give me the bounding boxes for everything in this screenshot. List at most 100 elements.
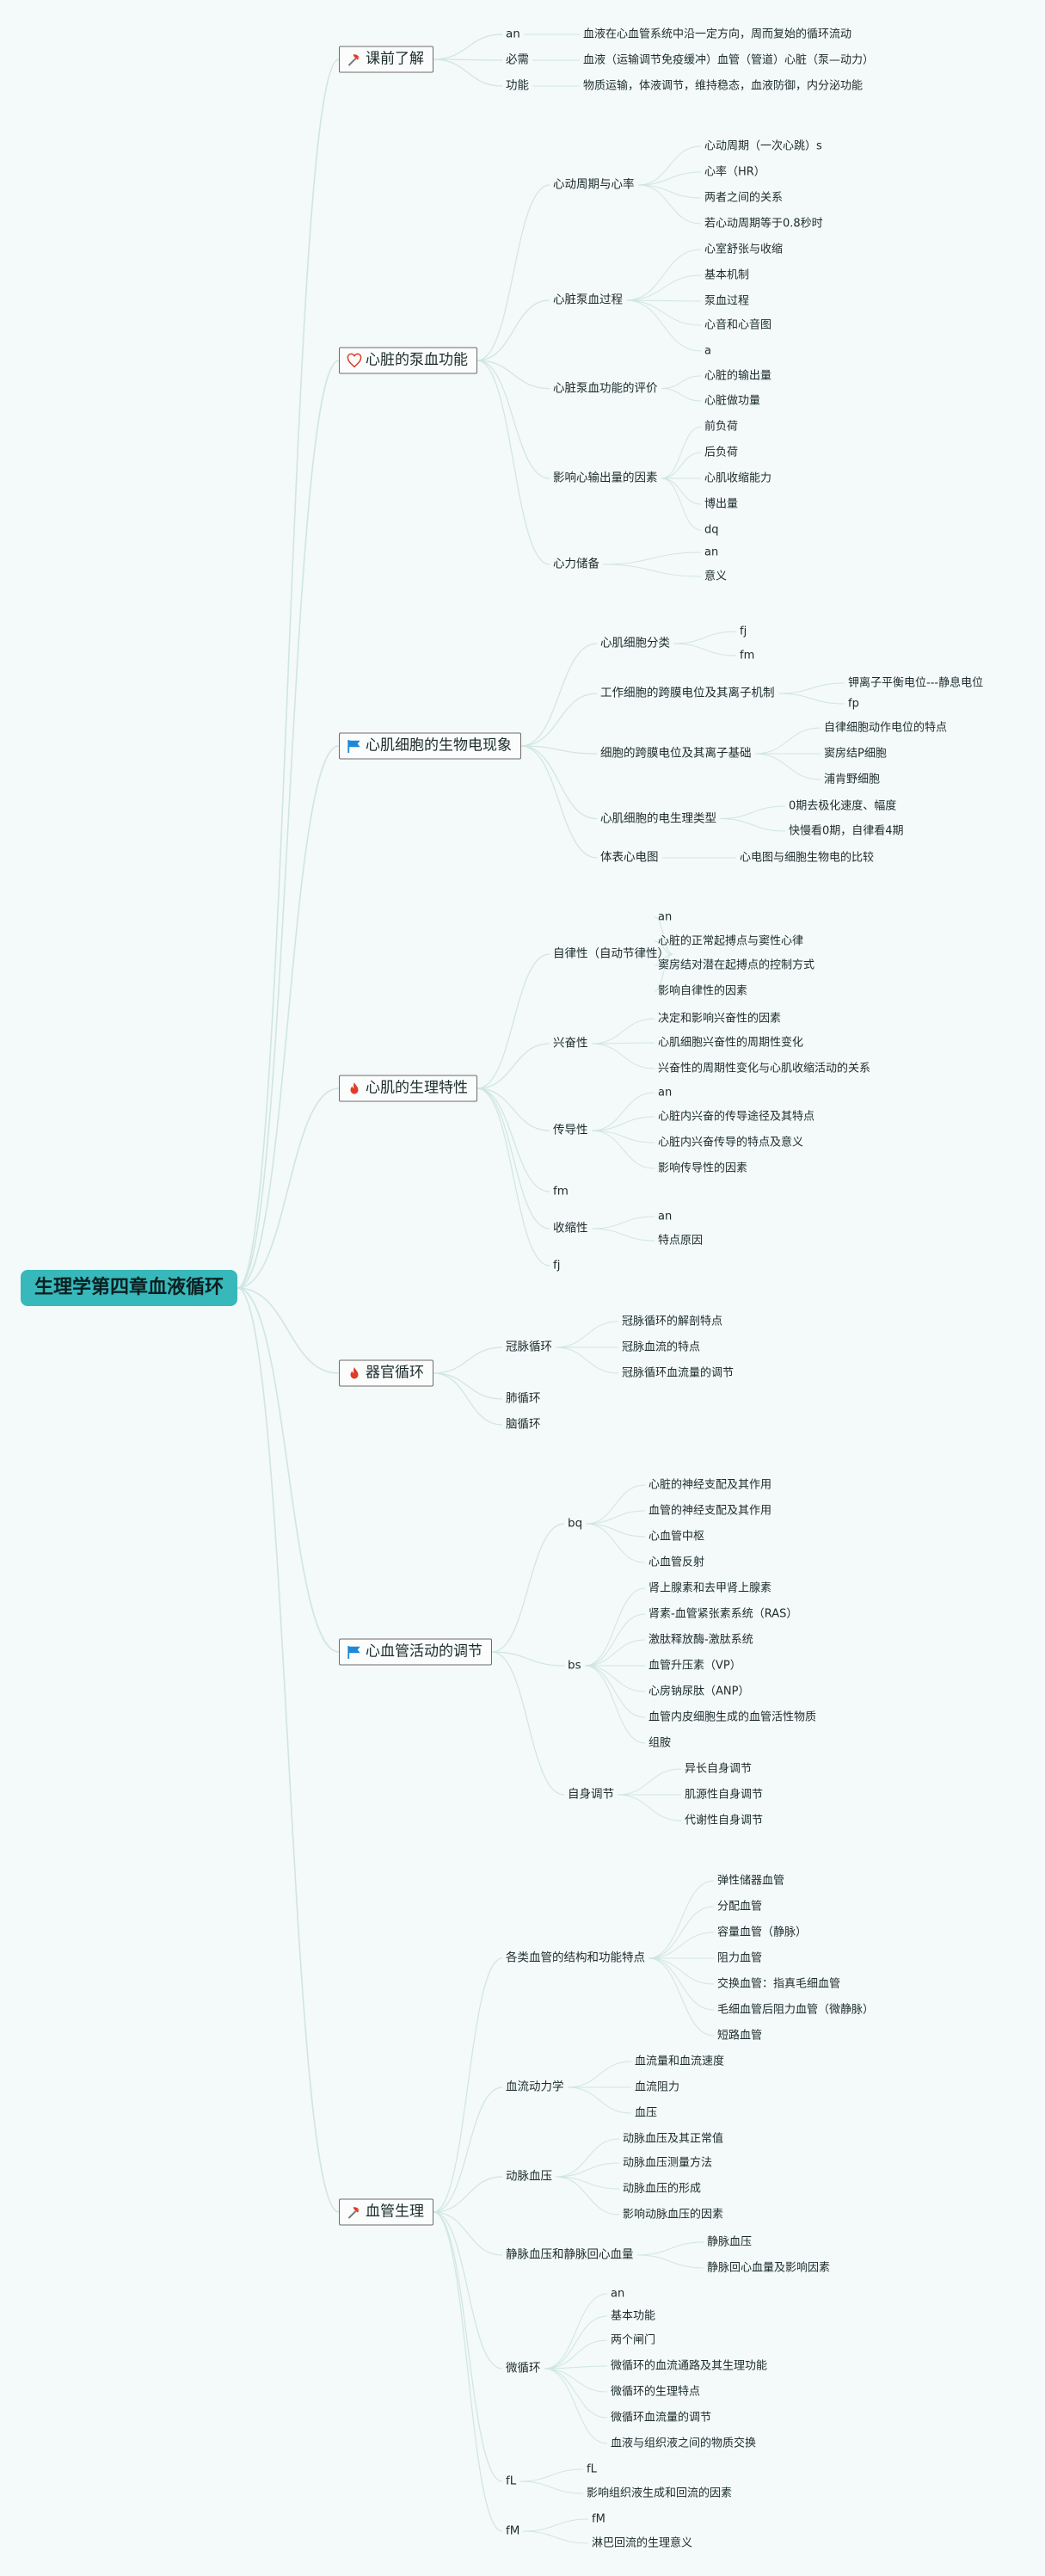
leaf-topic[interactable]: 交换血管：指真毛细血管: [717, 1977, 841, 1991]
leaf-topic[interactable]: an: [611, 2287, 625, 2301]
leaf-topic[interactable]: 心房钠尿肽（ANP）: [649, 1685, 750, 1698]
subtopic[interactable]: fM: [506, 2524, 520, 2538]
leaf-topic[interactable]: 影响组织液生成和回流的因素: [587, 2487, 733, 2500]
leaf-topic[interactable]: 心脏内兴奋传导的特点及意义: [658, 1136, 804, 1149]
leaf-topic[interactable]: 肌源性自身调节: [685, 1788, 764, 1802]
leaf-topic[interactable]: 冠脉循环血流量的调节: [622, 1366, 735, 1380]
leaf-topic[interactable]: an: [704, 545, 719, 559]
leaf-topic[interactable]: 微循环血流量的调节: [611, 2411, 712, 2425]
subtopic[interactable]: 必需: [506, 52, 529, 67]
leaf-topic[interactable]: 前负荷: [704, 420, 739, 434]
leaf-topic[interactable]: 血流阻力: [635, 2080, 680, 2094]
category-7[interactable]: 血管生理: [339, 2198, 433, 2226]
leaf-topic[interactable]: 微循环的血流通路及其生理功能: [611, 2359, 768, 2373]
leaf-topic[interactable]: an: [658, 1086, 673, 1100]
leaf-topic[interactable]: 两个闸门: [611, 2333, 656, 2347]
leaf-topic[interactable]: 静脉回心血量及影响因素: [707, 2261, 831, 2275]
leaf-topic[interactable]: 心率（HR）: [704, 165, 765, 179]
leaf-topic[interactable]: 血液与组织液之间的物质交换: [611, 2437, 757, 2450]
leaf-topic[interactable]: 容量血管（静脉）: [717, 1926, 808, 1939]
category-4[interactable]: 心肌的生理特性: [339, 1075, 477, 1102]
leaf-topic[interactable]: 冠脉血流的特点: [622, 1340, 701, 1354]
leaf-topic[interactable]: 两者之间的关系: [704, 191, 784, 205]
leaf-topic[interactable]: 动脉血压及其正常值: [623, 2132, 724, 2146]
leaf-topic[interactable]: 意义: [704, 570, 728, 583]
leaf-topic[interactable]: 基本机制: [704, 268, 750, 282]
leaf-topic[interactable]: 激肽释放酶-激肽系统: [649, 1633, 753, 1647]
leaf-topic[interactable]: 血液在心血管系统中沿一定方向，周而复始的循环流动: [583, 28, 852, 41]
leaf-topic[interactable]: 淋巴回流的生理意义: [592, 2536, 693, 2550]
leaf-topic[interactable]: 弹性储器血管: [717, 1874, 785, 1888]
leaf-topic[interactable]: 血压: [635, 2106, 658, 2120]
leaf-topic[interactable]: fm: [740, 649, 755, 662]
subtopic[interactable]: 影响心输出量的因素: [553, 471, 658, 485]
subtopic[interactable]: 微循环: [506, 2361, 541, 2376]
subtopic[interactable]: 心脏泵血功能的评价: [553, 380, 658, 395]
leaf-topic[interactable]: fM: [592, 2512, 605, 2526]
leaf-topic[interactable]: 血管的神经支配及其作用: [649, 1504, 772, 1518]
subtopic[interactable]: 收缩性: [553, 1221, 588, 1236]
subtopic[interactable]: 自身调节: [568, 1787, 614, 1802]
leaf-topic[interactable]: 动脉血压的形成: [623, 2182, 702, 2196]
leaf-topic[interactable]: 组胺: [649, 1736, 672, 1750]
leaf-topic[interactable]: 物质运输，体液调节，维持稳态，血液防御，内分泌功能: [583, 79, 864, 93]
subtopic[interactable]: 动脉血压: [506, 2169, 552, 2184]
leaf-topic[interactable]: 阻力血管: [717, 1951, 763, 1965]
leaf-topic[interactable]: 特点原因: [658, 1234, 704, 1248]
leaf-topic[interactable]: 浦肯野细胞: [824, 773, 881, 786]
leaf-topic[interactable]: an: [658, 1210, 673, 1223]
leaf-topic[interactable]: 心音和心音图: [704, 318, 772, 332]
leaf-topic[interactable]: 静脉血压: [707, 2235, 753, 2249]
leaf-topic[interactable]: a: [704, 344, 711, 358]
leaf-topic[interactable]: 代谢性自身调节: [685, 1814, 764, 1827]
category-5[interactable]: 器官循环: [339, 1359, 433, 1387]
subtopic[interactable]: 兴奋性: [553, 1036, 588, 1051]
leaf-topic[interactable]: 微循环的生理特点: [611, 2385, 701, 2399]
leaf-topic[interactable]: 兴奋性的周期性变化与心肌收缩活动的关系: [658, 1062, 871, 1075]
leaf-topic[interactable]: fj: [740, 625, 747, 638]
subtopic[interactable]: 心肌细胞的电生理类型: [600, 810, 716, 825]
leaf-topic[interactable]: 心脏的神经支配及其作用: [649, 1478, 772, 1492]
leaf-topic[interactable]: 心脏的正常起搏点与窦性心律: [658, 934, 804, 948]
leaf-topic[interactable]: fL: [587, 2462, 597, 2476]
leaf-topic[interactable]: 冠脉循环的解剖特点: [622, 1315, 723, 1328]
leaf-topic[interactable]: 后负荷: [704, 446, 739, 459]
leaf-topic[interactable]: 窦房结P细胞: [824, 747, 887, 761]
leaf-topic[interactable]: 影响传导性的因素: [658, 1162, 748, 1175]
leaf-topic[interactable]: 决定和影响兴奋性的因素: [658, 1012, 782, 1026]
leaf-topic[interactable]: 基本功能: [611, 2309, 656, 2323]
root-topic[interactable]: 生理学第四章血液循环: [21, 1270, 238, 1306]
leaf-topic[interactable]: 心动周期（一次心跳）s: [704, 139, 822, 153]
category-2[interactable]: 心脏的泵血功能: [339, 347, 477, 374]
leaf-topic[interactable]: 异长自身调节: [685, 1762, 753, 1776]
category-1[interactable]: 课前了解: [339, 46, 433, 73]
category-3[interactable]: 心肌细胞的生物电现象: [339, 732, 521, 760]
leaf-topic[interactable]: 心肌细胞兴奋性的周期性变化: [658, 1036, 804, 1050]
category-6[interactable]: 心血管活动的调节: [339, 1638, 492, 1666]
subtopic[interactable]: 工作细胞的跨膜电位及其离子机制: [600, 686, 775, 700]
leaf-topic[interactable]: 0期去极化速度、幅度: [789, 799, 897, 813]
leaf-topic[interactable]: 血液（运输调节免疫缓冲）血管（管道）心脏（泵—动力）: [583, 53, 875, 67]
leaf-topic[interactable]: an: [658, 910, 673, 924]
leaf-topic[interactable]: 若心动周期等于0.8秒时: [704, 217, 823, 231]
subtopic[interactable]: fm: [553, 1184, 569, 1199]
subtopic[interactable]: 脑循环: [506, 1417, 541, 1432]
leaf-topic[interactable]: 心血管反射: [649, 1556, 705, 1569]
leaf-topic[interactable]: 动脉血压测量方法: [623, 2156, 713, 2170]
leaf-topic[interactable]: 肾素-血管紧张素系统（RAS）: [649, 1607, 798, 1621]
subtopic[interactable]: fj: [553, 1258, 561, 1273]
subtopic[interactable]: fL: [506, 2474, 517, 2488]
subtopic[interactable]: bq: [568, 1516, 583, 1531]
leaf-topic[interactable]: dq: [704, 523, 719, 537]
leaf-topic[interactable]: 血管内皮细胞生成的血管活性物质: [649, 1710, 817, 1724]
subtopic[interactable]: 冠脉循环: [506, 1340, 552, 1354]
leaf-topic[interactable]: 心室舒张与收缩: [704, 243, 784, 256]
subtopic[interactable]: 细胞的跨膜电位及其离子基础: [600, 746, 752, 761]
subtopic[interactable]: 心动周期与心率: [553, 177, 635, 192]
leaf-topic[interactable]: 心血管中枢: [649, 1530, 705, 1544]
leaf-topic[interactable]: 博出量: [704, 497, 739, 511]
leaf-topic[interactable]: 钾离子平衡电位---静息电位: [848, 676, 984, 690]
subtopic[interactable]: bs: [568, 1658, 581, 1673]
leaf-topic[interactable]: 血管升压素（VP）: [649, 1659, 741, 1673]
leaf-topic[interactable]: 心电图与细胞生物电的比较: [740, 851, 875, 865]
